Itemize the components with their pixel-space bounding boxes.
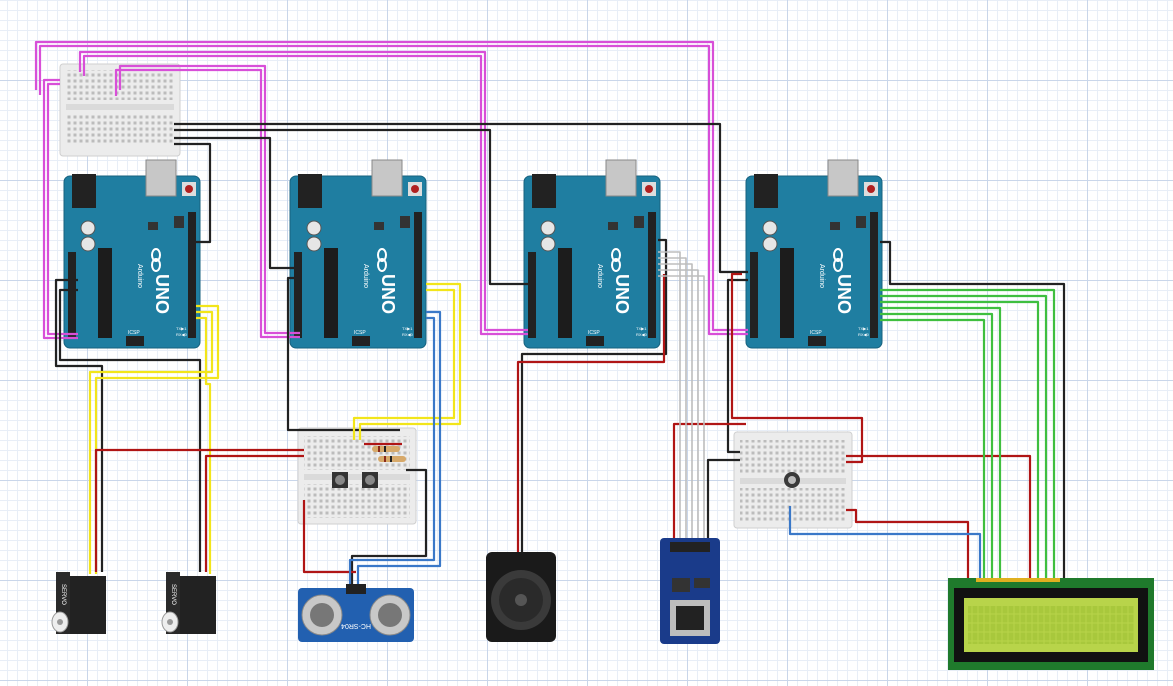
icsp-label: ICSP bbox=[588, 330, 600, 336]
rx-label: RX◀0 bbox=[858, 332, 870, 337]
tx-label: TX▶1 bbox=[636, 326, 647, 331]
icsp-label: ICSP bbox=[354, 330, 366, 336]
blue-wires bbox=[348, 310, 982, 584]
push-button-2[interactable] bbox=[362, 472, 378, 488]
arduino-infinity-icon bbox=[833, 248, 843, 272]
lcd-display-icon bbox=[948, 578, 1154, 670]
tx-label: TX▶1 bbox=[176, 326, 187, 331]
rx-label: RX◀0 bbox=[402, 332, 414, 337]
uno-logo-text: UNO bbox=[378, 274, 398, 314]
servo-label: SERVO bbox=[170, 584, 176, 605]
servo-icon: SERVO bbox=[51, 572, 106, 634]
icsp-label: ICSP bbox=[128, 330, 140, 336]
ultrasonic-sensor-icon: HC-SR04 bbox=[298, 584, 414, 642]
black-wires bbox=[54, 122, 1066, 584]
magenta-wires bbox=[34, 40, 748, 340]
gray-wires bbox=[658, 251, 705, 542]
wires bbox=[34, 40, 1066, 584]
yellow-wires bbox=[88, 282, 462, 574]
sd-card-module-icon bbox=[660, 538, 720, 644]
arduino-brand-text: Arduino bbox=[136, 264, 143, 288]
green-wires bbox=[880, 288, 1056, 580]
uno-logo-text: UNO bbox=[152, 274, 172, 314]
rx-label: RX◀0 bbox=[176, 332, 188, 337]
resistor-1 bbox=[372, 446, 400, 452]
uno-logo-text: UNO bbox=[612, 274, 632, 314]
push-button-1[interactable] bbox=[332, 472, 348, 488]
arduino-infinity-icon bbox=[611, 248, 621, 272]
arduino-brand-text: Arduino bbox=[596, 264, 603, 288]
tx-label: TX▶1 bbox=[858, 326, 869, 331]
arduino-brand-text: Arduino bbox=[362, 264, 369, 288]
breadboard-buttons bbox=[297, 427, 417, 525]
potentiometer[interactable] bbox=[784, 472, 800, 488]
resistor-2 bbox=[378, 456, 406, 462]
arduino-infinity-icon bbox=[151, 248, 161, 272]
servo-icon: SERVO bbox=[161, 572, 216, 634]
uno-logo-text: UNO bbox=[834, 274, 854, 314]
rx-label: RX◀0 bbox=[636, 332, 648, 337]
arduino-infinity-icon bbox=[377, 248, 387, 272]
speaker-icon bbox=[486, 552, 556, 642]
red-wires bbox=[94, 272, 1032, 580]
arduino-brand-text: Arduino bbox=[818, 264, 825, 288]
icsp-label: ICSP bbox=[810, 330, 822, 336]
sensor-label: HC-SR04 bbox=[341, 622, 371, 629]
servo-label: SERVO bbox=[60, 584, 66, 605]
tx-label: TX▶1 bbox=[402, 326, 413, 331]
